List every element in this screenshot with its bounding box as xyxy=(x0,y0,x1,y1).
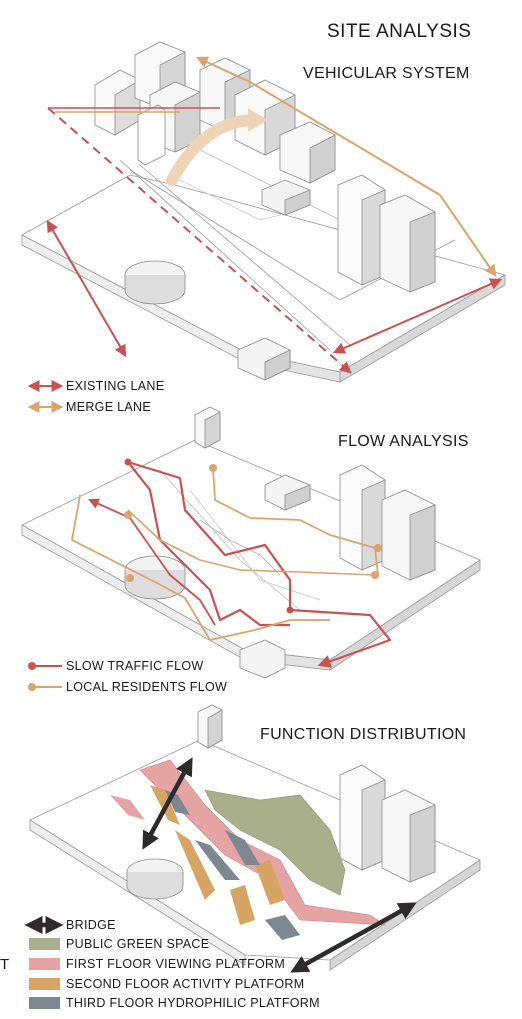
local-residents-flow-route xyxy=(127,509,376,576)
slow-traffic-flow-route xyxy=(88,498,216,626)
legend-first-floor-swatch xyxy=(29,958,60,970)
edge-text-fragment: T xyxy=(0,956,10,973)
legend-third-floor-swatch xyxy=(29,997,60,1009)
bridge-link xyxy=(290,902,417,973)
legend-label-second-floor: SECOND FLOOR ACTIVITY PLATFORM xyxy=(66,977,305,991)
slow-traffic-flow-route xyxy=(127,460,392,668)
slow-traffic-flow-route xyxy=(127,461,290,627)
legend-label-existing-lane: EXISTING LANE xyxy=(66,379,165,393)
legend-second-floor-swatch xyxy=(29,978,60,990)
second-floor-activity-platform xyxy=(255,860,285,905)
third-floor-hydrophilic-platform xyxy=(195,840,240,880)
legend-label-third-floor: THIRD FLOOR HYDROPHILIC PLATFORM xyxy=(66,996,320,1010)
flow-analysis-diagram xyxy=(21,406,481,691)
vehicular-system-diagram xyxy=(21,41,507,413)
bridge-link xyxy=(142,757,193,850)
main-title: SITE ANALYSIS xyxy=(327,21,472,42)
public-green-space-area xyxy=(204,789,346,896)
legend-label-local-residents: LOCAL RESIDENTS FLOW xyxy=(66,680,228,694)
second-floor-activity-platform xyxy=(230,885,255,925)
third-floor-hydrophilic-platform xyxy=(225,830,260,865)
legend-label-bridge: BRIDGE xyxy=(66,918,116,932)
legend-public-green-swatch xyxy=(29,938,60,950)
function-distribution-diagram xyxy=(24,704,481,1009)
first-floor-viewing-platform xyxy=(110,795,145,820)
section-title-function: FUNCTION DISTRIBUTION xyxy=(260,726,467,743)
legend-label-public-green: PUBLIC GREEN SPACE xyxy=(66,937,210,951)
legend-label-merge-lane: MERGE LANE xyxy=(66,400,151,414)
legend-local-residents-dot xyxy=(28,683,36,691)
section-title-flow: FLOW ANALYSIS xyxy=(338,433,469,450)
legend-label-slow-traffic: SLOW TRAFFIC FLOW xyxy=(66,659,204,673)
flow-nodes xyxy=(124,458,294,614)
existing-lane-route xyxy=(332,278,503,354)
legend-label-first-floor: FIRST FLOOR VIEWING PLATFORM xyxy=(66,957,286,971)
section-title-vehicular: VEHICULAR SYSTEM xyxy=(303,65,470,82)
flow-nodes xyxy=(124,464,382,582)
legend-slow-traffic-dot xyxy=(28,662,36,670)
local-residents-flow-route xyxy=(71,494,330,641)
merge-lane-route xyxy=(195,56,497,277)
existing-lane-route xyxy=(46,219,127,358)
existing-buildings xyxy=(126,704,436,900)
